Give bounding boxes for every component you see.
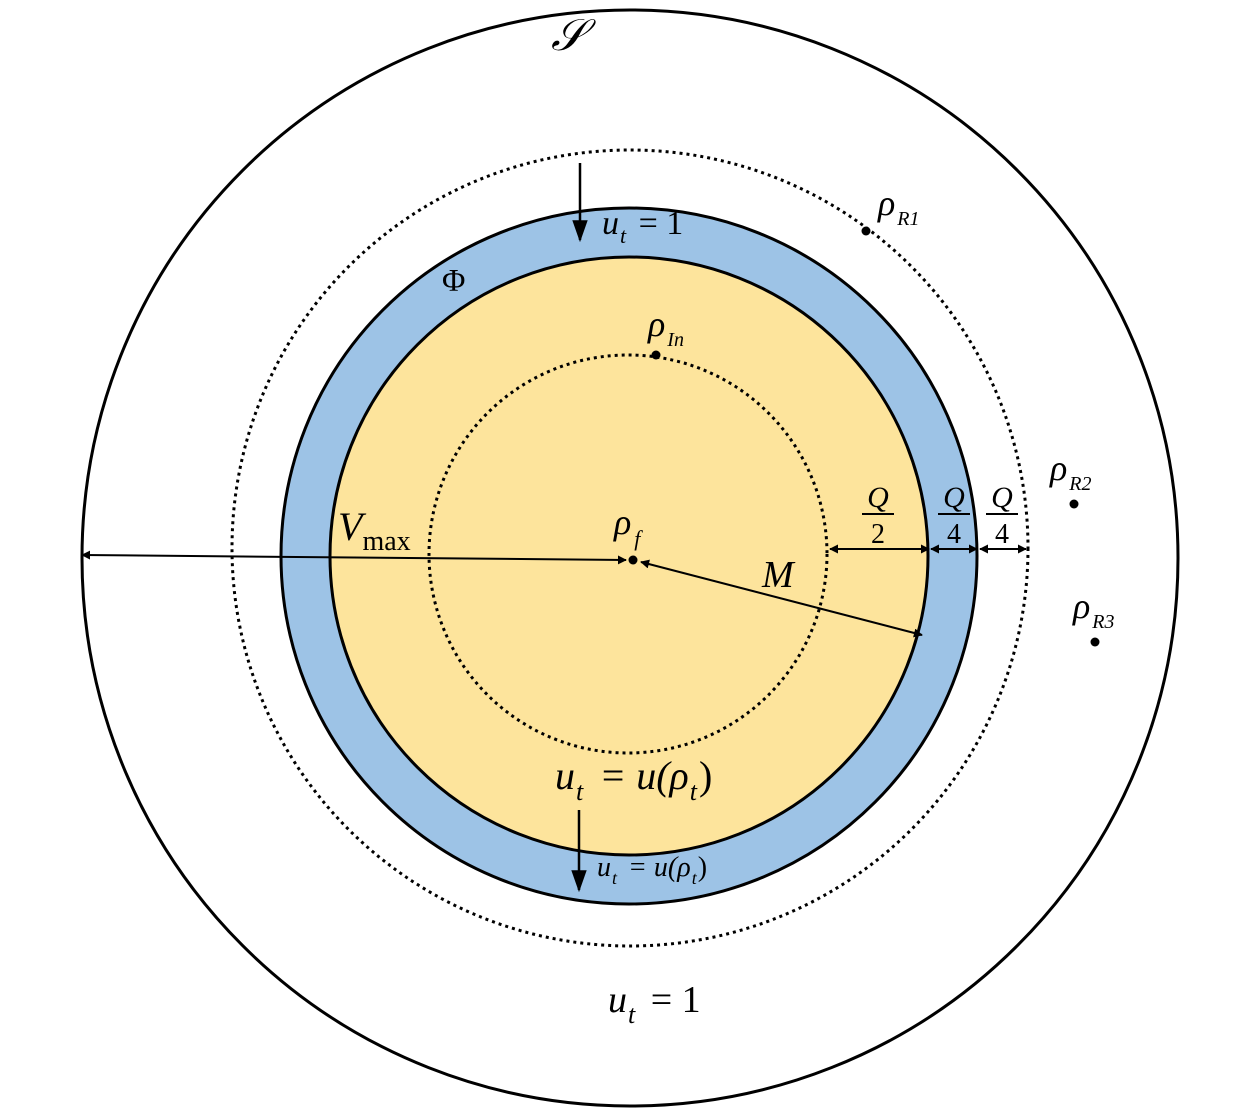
label-rho-R2-sub: R2 — [1068, 473, 1091, 495]
point-rho-R3 — [1090, 637, 1100, 647]
label-q-half-num: Q — [867, 481, 889, 514]
label-q-quarter-den-2: 4 — [995, 519, 1009, 550]
m-arrow — [640, 559, 923, 638]
point-rho-In — [651, 350, 661, 360]
label-rho-R1-sub: R1 — [896, 208, 919, 230]
label-mid-ut-equals-u-rho: ut = u(ρt) — [555, 753, 712, 806]
label-rho-In-sub: In — [666, 329, 684, 351]
label-S: 𝒮 — [551, 10, 596, 61]
label-small-ut-equals-u-rho: ut = u(ρt) — [597, 852, 707, 888]
label-small-ut-rhs: = u(ρ — [621, 852, 691, 883]
label-v-max-sub: max — [362, 526, 410, 557]
label-mid-ut-close: ) — [699, 753, 712, 798]
label-bottom-ut-rhs: = 1 — [641, 979, 700, 1021]
outer-dotted-circle — [230, 148, 1030, 948]
label-top-ut-sub: t — [620, 223, 627, 248]
vmax-arrow — [81, 550, 627, 565]
label-phi: Φ — [442, 262, 465, 298]
label-bottom-ut-equals-1: ut = 1 — [608, 979, 701, 1029]
label-rho-f-sub: f — [634, 526, 643, 551]
label-top-ut-rhs: = 1 — [630, 205, 683, 242]
label-top-ut-equals-1: ut = 1 — [602, 205, 683, 248]
label-v-max: Vmax — [338, 504, 411, 557]
label-small-ut-sub: t — [612, 868, 618, 888]
label-q-quarter-num-1: Q — [943, 481, 965, 514]
label-small-ut-rhs-sub: t — [692, 868, 698, 888]
label-mid-ut-rhs-sub: t — [690, 777, 698, 806]
label-rho-R3-sub: R3 — [1091, 611, 1114, 633]
label-q-half-den: 2 — [871, 519, 885, 550]
label-bottom-ut-sub: t — [628, 1000, 636, 1029]
label-mid-ut-rhs: = u(ρ — [589, 753, 689, 798]
point-rho-f — [628, 555, 638, 565]
label-q-quarter-den-1: 4 — [947, 519, 961, 550]
point-rho-R2 — [1069, 499, 1079, 509]
label-M: M — [761, 554, 796, 596]
label-mid-ut-sub: t — [576, 777, 584, 806]
point-rho-R1 — [861, 226, 871, 236]
label-small-ut-close: ) — [698, 852, 707, 883]
label-q-quarter-num-2: Q — [991, 481, 1013, 514]
